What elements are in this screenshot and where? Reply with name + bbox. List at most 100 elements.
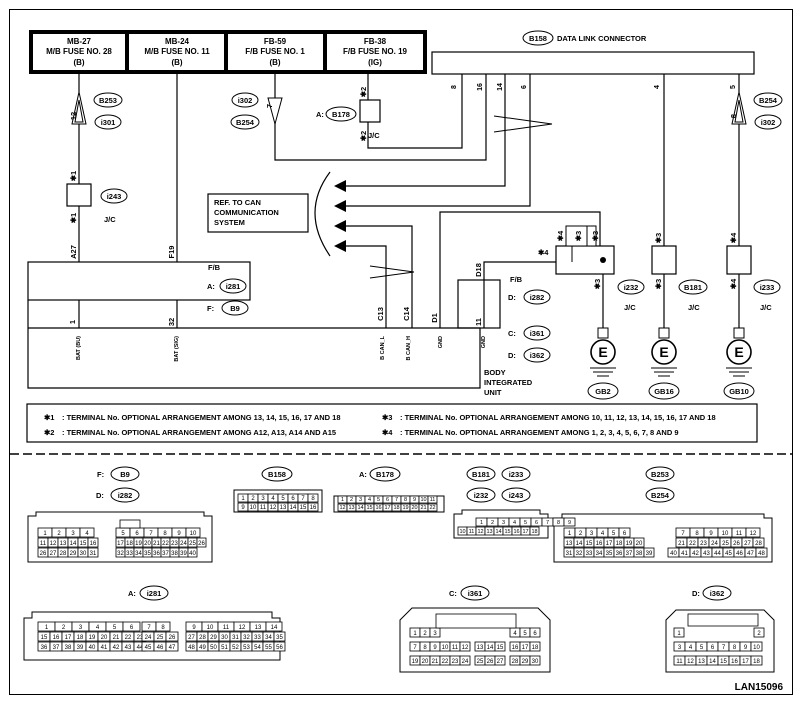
ground-e-3: E — [734, 344, 743, 360]
connector-pin-number: 17 — [742, 659, 749, 665]
connector-pin-number: 13 — [486, 529, 492, 535]
connector-pin-number: 20 — [144, 541, 151, 547]
connector-pin-number: 3 — [71, 531, 75, 537]
connector-pin-number: 5 — [524, 520, 527, 526]
note-4-text: : TERMINAL No. OPTIONAL ARRANGEMENT AMON… — [400, 428, 679, 437]
connector-pin-number: 46 — [736, 551, 743, 557]
d-prefix-2: D: — [508, 351, 516, 360]
connector-pin-number: 21 — [420, 505, 426, 511]
biu-line-1: BODY — [484, 368, 506, 377]
dlc-label: DATA LINK CONNECTOR — [557, 34, 647, 43]
ref-gb16: GB16 — [654, 387, 674, 396]
connector-pin-number: 15 — [80, 541, 87, 547]
pin-s4-i233-a: ✱4 — [729, 232, 738, 243]
connector-pin-number: 13 — [698, 659, 705, 665]
connector-pin-number: 16 — [310, 505, 317, 511]
connector-pin-number: 5 — [281, 496, 285, 502]
connector-latch — [435, 613, 517, 629]
connector-pin-number: 13 — [255, 625, 262, 631]
connector-pin-number: 19 — [402, 505, 408, 511]
connector-pin-number: 41 — [101, 645, 108, 651]
connector-pin-number: 39 — [646, 551, 653, 557]
connector-pin-number: 1 — [677, 631, 681, 637]
connector-pin-number: 8 — [695, 531, 699, 537]
connector-pin-number: 50 — [210, 645, 217, 651]
fuse-1-name: M/B FUSE NO. 28 — [46, 47, 112, 56]
connector-pin-cell — [87, 547, 99, 558]
connector-pin-number: 37 — [53, 645, 60, 651]
cv-i362: i362 — [710, 589, 725, 598]
connector-pin-number: 20 — [411, 505, 417, 511]
connector-pin-number: 51 — [221, 645, 228, 651]
note-1-mark: ✱1 — [44, 413, 54, 422]
cv-i232: i232 — [474, 491, 489, 500]
reference-ovals — [93, 92, 783, 400]
connector-pin-number: 1 — [341, 497, 344, 503]
pin-s3-i232: ✱3 — [593, 279, 602, 289]
connector-latch — [687, 613, 759, 627]
connector-pin-cell — [618, 527, 631, 538]
pin-s3-jc-b: ✱3 — [591, 231, 600, 241]
connector-pin-number: 8 — [423, 645, 427, 651]
connector-pin-number: 22 — [442, 659, 449, 665]
fuse-3-name: F/B FUSE NO. 1 — [245, 47, 305, 56]
cv-b9: B9 — [120, 470, 130, 479]
connector-pin-number: 25 — [477, 659, 484, 665]
connector-pin-number: 13 — [60, 541, 67, 547]
connector-pin-cell — [273, 641, 286, 652]
connector-pin-number: 19 — [626, 541, 633, 547]
connector-pin-number: 11 — [260, 505, 267, 511]
cv-b178: B178 — [376, 470, 394, 479]
connector-pin-number: 28 — [755, 541, 762, 547]
connector-pin-number: 17 — [606, 541, 613, 547]
connector-pin-cell — [750, 655, 763, 666]
connector-pin-number: 28 — [199, 635, 206, 641]
fuse-4-name: F/B FUSE NO. 19 — [343, 47, 408, 56]
connector-pin-number: 19 — [412, 659, 419, 665]
connector-pin-number: 12 — [270, 505, 277, 511]
connector-pin-number: 12 — [750, 531, 757, 537]
connector-pin-number: 18 — [532, 645, 539, 651]
connector-pin-number: 5 — [700, 645, 704, 651]
ref-gb10: GB10 — [729, 387, 749, 396]
connector-pin-number: 13 — [477, 645, 484, 651]
connector-pin-number: 2 — [350, 497, 353, 503]
connector-pin-number: 23 — [700, 541, 707, 547]
connector-pin-number: 9 — [433, 645, 437, 651]
dlc-pin-14: 14 — [497, 83, 504, 91]
connector-pin-number: 33 — [586, 551, 593, 557]
connector-pin-number: 9 — [568, 520, 571, 526]
connector-pin-cell — [307, 493, 319, 503]
diagram-code: LAN15096 — [735, 682, 784, 693]
connector-pin-cell — [196, 537, 207, 548]
fuse-3-type: (B) — [269, 58, 280, 67]
connector-pin-number: 4 — [513, 520, 516, 526]
pin-s4-i233-b: ✱4 — [729, 278, 738, 289]
connector-pin-number: 6 — [711, 645, 715, 651]
connector-pin-cell — [633, 537, 645, 548]
connector-pin-number: 31 — [232, 635, 239, 641]
connector-pin-number: 2 — [251, 496, 255, 502]
connector-pin-number: 8 — [557, 520, 560, 526]
connector-pin-number: 54 — [254, 645, 261, 651]
connector-pin-number: 17 — [117, 541, 124, 547]
connector-pin-number: 8 — [733, 645, 737, 651]
connector-pin-number: 33 — [126, 551, 133, 557]
connector-pin-number: 19 — [89, 635, 96, 641]
connector-pin-cell — [563, 517, 576, 527]
connector-pin-number: 38 — [171, 551, 178, 557]
connector-pin-number: 55 — [265, 645, 272, 651]
ref-i281: i281 — [226, 282, 241, 291]
cv-b253: B253 — [651, 470, 669, 479]
connector-pin-number: 37 — [626, 551, 633, 557]
connector-pin-number: 22 — [689, 541, 696, 547]
connector-pin-number: 26 — [733, 541, 740, 547]
connector-pin-number: 24 — [180, 541, 187, 547]
connector-pin-number: 12 — [462, 645, 469, 651]
connector-pin-cell — [529, 641, 541, 652]
cv-i281: i281 — [147, 589, 162, 598]
connector-pin-number: 21 — [113, 635, 120, 641]
connector-pin-number: 34 — [135, 551, 142, 557]
connector-pin-number: 7 — [413, 645, 417, 651]
fb-label: F/B — [208, 263, 221, 272]
